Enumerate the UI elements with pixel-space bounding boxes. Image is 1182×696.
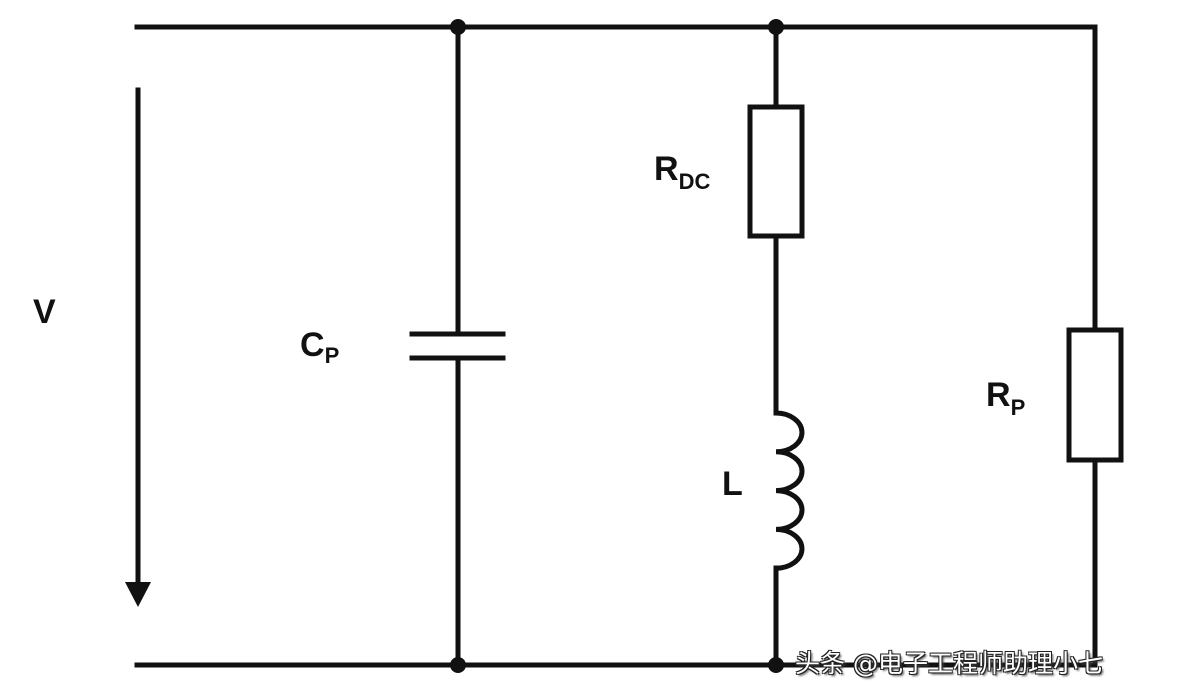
voltage-arrow (125, 87, 151, 607)
resistor-rdc (747, 104, 805, 239)
arrow-head-icon (125, 582, 151, 607)
junction-dot (768, 19, 784, 35)
label-l: L (722, 465, 743, 503)
junction-dot (768, 657, 784, 673)
wires (134, 24, 1098, 668)
junction-dots (450, 19, 784, 673)
resistor-rp (1066, 327, 1124, 463)
label-rdc: RDC (654, 150, 710, 194)
junction-dot (450, 19, 466, 35)
capacitor-cp (409, 331, 506, 361)
label-cp: CP (300, 326, 339, 368)
watermark: 头条 @电子工程师助理小七 (795, 649, 1103, 678)
junction-dot (450, 657, 466, 673)
inductor-l (773, 410, 805, 571)
label-rp: RP (986, 376, 1025, 420)
label-v: V (33, 293, 56, 331)
